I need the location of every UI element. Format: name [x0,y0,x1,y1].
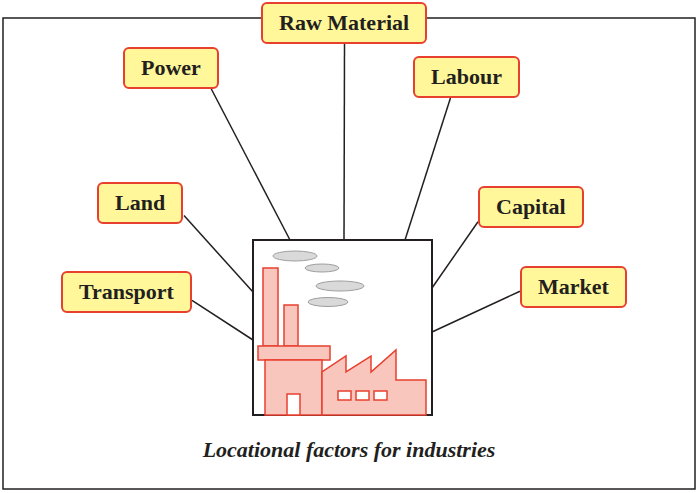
smoke-cloud [316,281,364,291]
workshop [322,350,426,415]
factor-label: Market [538,273,609,301]
door [287,394,300,415]
factor-label: Raw Material [279,9,409,37]
factor-box: Transport [61,271,192,313]
smoke-cloud [273,251,317,261]
factor-label: Transport [79,278,174,306]
factor-box: Market [520,266,627,308]
factory-frame [253,240,432,415]
smoke-cloud [308,298,348,307]
chimney [263,268,278,346]
factory [258,268,426,415]
leader-line [405,98,450,240]
tower [265,360,322,415]
factor-box: Power [123,47,219,89]
factor-box: Capital [478,186,584,228]
leader-line [343,44,345,240]
leader-line [184,216,253,292]
factor-label: Capital [496,193,566,221]
window [338,391,351,400]
factor-label: Labour [431,63,502,91]
smoke-cloud [305,264,339,272]
factor-box: Land [97,182,183,224]
ledge [258,346,330,360]
leader-line [432,222,478,288]
leader-line [432,291,520,332]
leader-line [211,89,290,240]
chimney [284,305,298,346]
outer-frame [3,18,695,489]
caption: Locational factors for industries [0,437,698,463]
factor-box: Raw Material [261,2,427,44]
window [374,391,387,400]
smoke [273,251,364,307]
window [356,391,369,400]
factor-label: Power [141,54,201,82]
leader-line [192,300,253,340]
factor-box: Labour [413,56,520,98]
factor-label: Land [115,189,165,217]
